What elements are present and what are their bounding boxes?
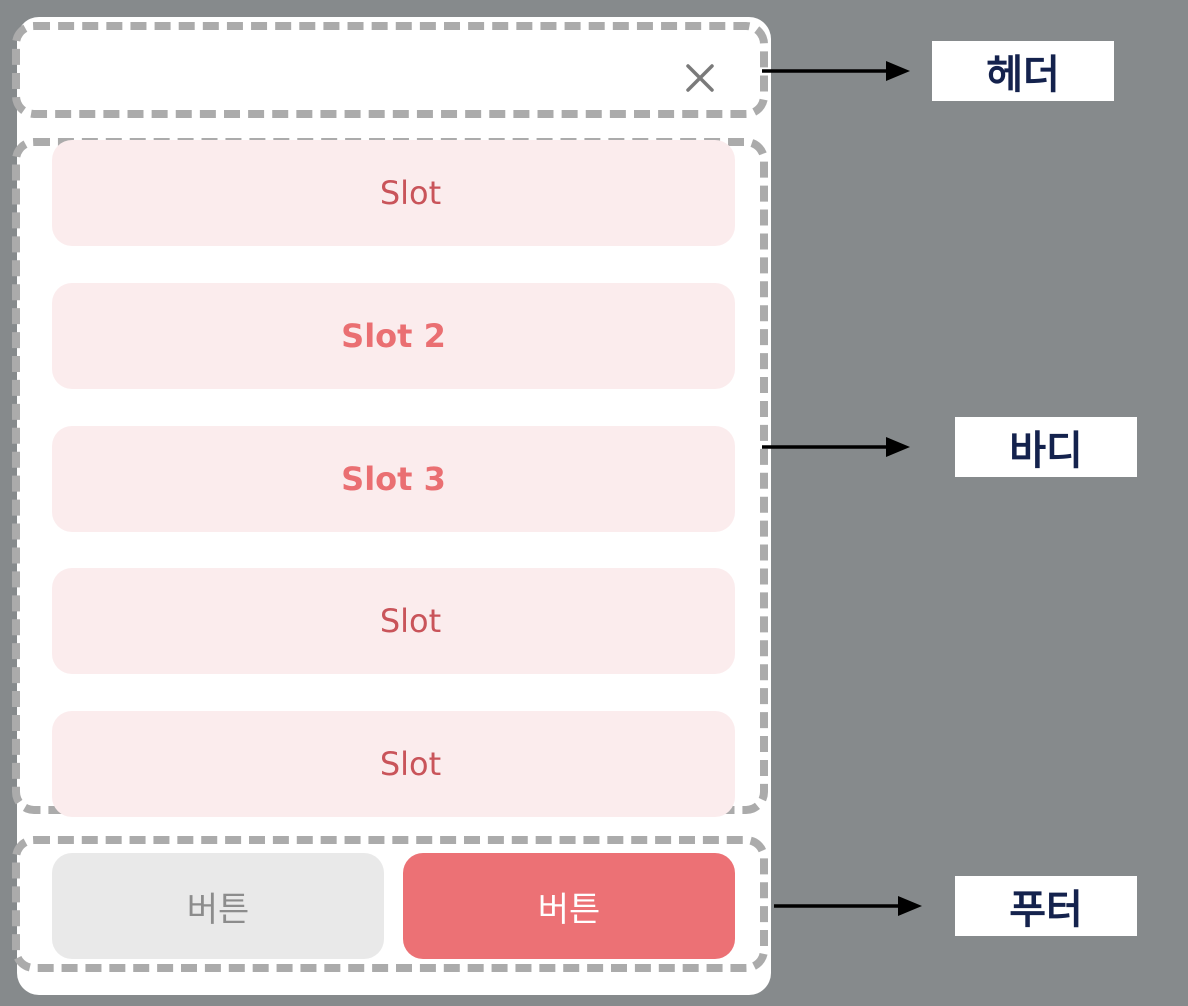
body-annotation-label: 바디 <box>955 417 1137 477</box>
slot-4: Slot <box>52 568 735 674</box>
header-arrow <box>762 61 910 81</box>
footer-annotation-label: 푸터 <box>955 876 1137 936</box>
body-arrow <box>762 437 910 457</box>
header-annotation-label: 헤더 <box>932 41 1114 101</box>
slot-4-label: Slot <box>379 602 442 640</box>
header-zone-outline <box>12 22 768 118</box>
slot-3-label: Slot 3 <box>341 460 446 498</box>
close-button[interactable] <box>680 58 720 98</box>
secondary-button[interactable]: 버튼 <box>52 853 384 959</box>
footer-arrow <box>774 896 922 916</box>
primary-button[interactable]: 버튼 <box>403 853 735 959</box>
slot-2-label: Slot 2 <box>341 317 446 355</box>
slot-3: Slot 3 <box>52 426 735 532</box>
slot-2: Slot 2 <box>52 283 735 389</box>
footer-zone-outline <box>12 836 768 972</box>
slot-5-label: Slot <box>379 745 442 783</box>
slot-1: Slot <box>52 140 735 246</box>
slot-5: Slot <box>52 711 735 817</box>
close-icon <box>686 64 714 92</box>
slot-1-label: Slot <box>379 174 442 212</box>
